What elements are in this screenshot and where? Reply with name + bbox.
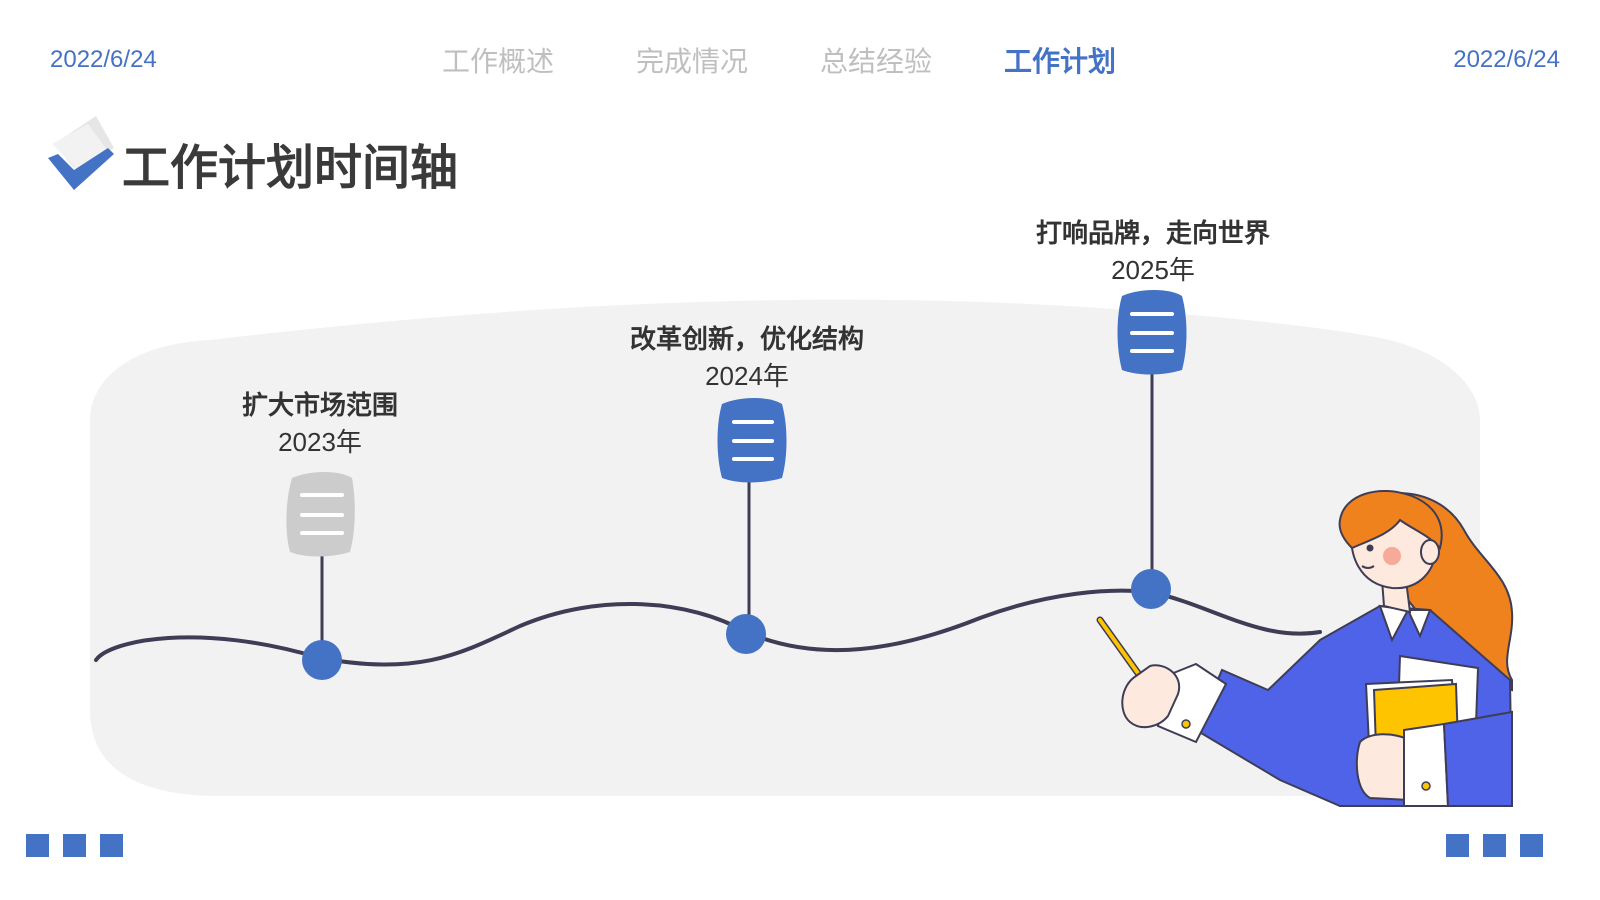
page-title: 工作计划时间轴 [122, 140, 459, 196]
milestone-year: 2025年 [1111, 255, 1195, 285]
milestone-title: 扩大市场范围 [241, 391, 398, 421]
background-blob [90, 299, 1480, 796]
decor-square [1520, 834, 1543, 857]
milestone-pin-2023 [286, 472, 355, 680]
decor-square [1483, 834, 1506, 857]
nav-item-summary[interactable]: 总结经验 [820, 45, 933, 78]
decor-square [1446, 834, 1469, 857]
milestone-year: 2023年 [278, 427, 362, 457]
woman-with-pencil-and-book-illustration [1096, 489, 1514, 807]
milestone-2024: 改革创新，优化结构 2024年 [587, 322, 907, 394]
check-paper-icon [48, 116, 114, 190]
milestone-2023: 扩大市场范围 2023年 [160, 388, 480, 460]
date-right: 2022/6/24 [1453, 46, 1560, 73]
milestone-pin-2024 [717, 398, 787, 654]
milestone-title: 打响品牌，走向世界 [1035, 219, 1270, 249]
milestone-pin-2025 [1117, 290, 1187, 609]
top-nav: 工作概述 完成情况 总结经验 工作计划 [0, 40, 1600, 80]
milestone-2025: 打响品牌，走向世界 2025年 [993, 216, 1313, 288]
milestone-title: 改革创新，优化结构 [629, 325, 864, 355]
nav-item-work-overview[interactable]: 工作概述 [442, 45, 555, 78]
decor-square [63, 834, 86, 857]
date-left: 2022/6/24 [50, 46, 157, 73]
decor-square [100, 834, 123, 857]
milestone-year: 2024年 [705, 361, 789, 391]
decor-square [26, 834, 49, 857]
nav-item-completion[interactable]: 完成情况 [636, 45, 749, 78]
nav-item-work-plan[interactable]: 工作计划 [1004, 45, 1117, 78]
